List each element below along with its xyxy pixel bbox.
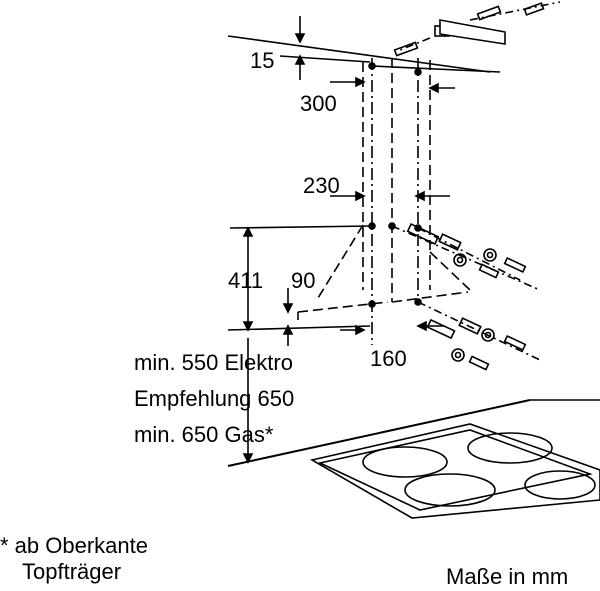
footnote-line-2: Topfträger bbox=[22, 559, 122, 584]
dim-depth-lower: 160 bbox=[370, 346, 407, 371]
clearance-line-1: min. 550 Elektro bbox=[134, 350, 293, 375]
countertop-edge bbox=[227, 399, 531, 467]
clearance-line-3: min. 650 Gas* bbox=[134, 422, 274, 447]
footnote-line-1: * ab Oberkante bbox=[0, 533, 148, 558]
dim-width-top: 300 bbox=[300, 91, 337, 116]
units-note: Maße in mm bbox=[446, 564, 569, 589]
ceiling-line bbox=[227, 35, 491, 73]
dim-top-offset: 15 bbox=[250, 48, 275, 73]
dim-width-mid: 230 bbox=[303, 173, 340, 198]
clearance-line-2: Empfehlung 650 bbox=[134, 386, 295, 411]
dim-offset-lower: 90 bbox=[291, 268, 316, 293]
wall-bracket bbox=[439, 19, 506, 45]
dim-height-upper: 411 bbox=[228, 268, 264, 293]
